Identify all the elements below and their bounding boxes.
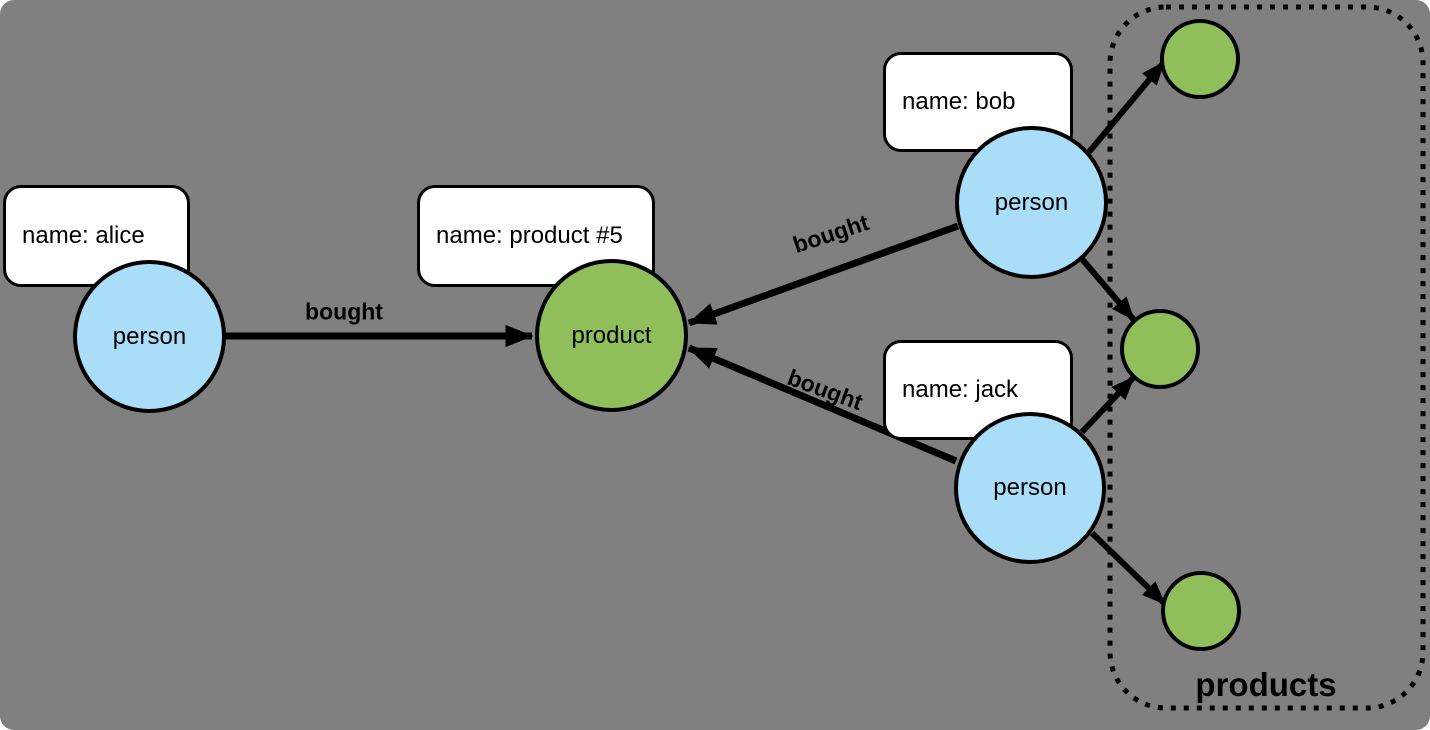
property-text: name: product #5 [436, 222, 623, 249]
edge-label-bought-alice: bought [305, 298, 383, 325]
node-type-label: person [993, 474, 1067, 501]
bought-edge-jack-product [687, 344, 958, 465]
arrow-jack-to-group-product-3 [1089, 530, 1168, 607]
bought-edge-bob-product [687, 222, 960, 327]
property-note-product: name: product #5 [417, 185, 655, 287]
node-bob: person [955, 126, 1108, 279]
arrow-bob-to-group-product-1 [1086, 60, 1167, 154]
node-type-label: person [994, 188, 1069, 216]
property-text: name: bob [902, 88, 1016, 115]
node-jack: person [954, 412, 1106, 564]
products-group-outline [1107, 4, 1426, 711]
node-alice: person [73, 260, 226, 413]
group-product-node-1 [1160, 19, 1240, 99]
property-note-alice: name: alice [3, 185, 190, 287]
node-type-label: product [571, 321, 652, 349]
arrow-jack-to-group-product-2 [1079, 374, 1137, 435]
products-group-label: products [1195, 666, 1337, 703]
property-text: name: jack [902, 376, 1019, 403]
property-text: name: alice [22, 222, 145, 249]
group-product-node-2 [1120, 309, 1200, 389]
group-product-node-3 [1161, 571, 1241, 651]
arrow-bob-to-group-product-2 [1079, 257, 1137, 322]
node-product5: product [535, 259, 688, 412]
node-type-label: person [112, 322, 187, 350]
